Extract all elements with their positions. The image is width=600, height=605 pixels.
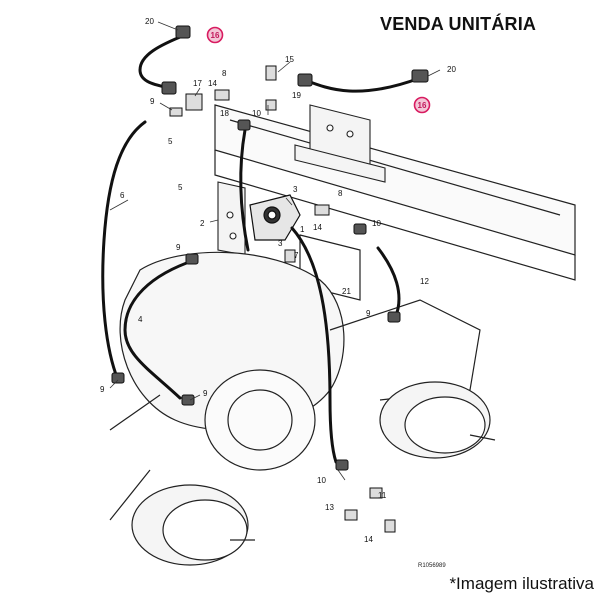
part-label: 9: [176, 243, 181, 252]
part-label: 10: [317, 476, 326, 485]
part-label: 4: [138, 315, 143, 324]
hose-end-fittings: [111, 25, 429, 471]
part-label: 2: [200, 219, 205, 228]
chassis-frame-rail: [214, 104, 576, 301]
side-bracket: [217, 181, 246, 256]
part-label: 18: [220, 109, 229, 118]
part-label: 21: [342, 287, 351, 296]
part-label: 14: [313, 223, 322, 232]
leader-lines: [109, 21, 441, 481]
part-label: 5: [168, 137, 173, 146]
part-label: 14: [364, 535, 373, 544]
part-label: 14: [208, 79, 217, 88]
part-label: 9: [366, 309, 371, 318]
part-label: 17: [193, 79, 202, 88]
mounting-bracket: [294, 104, 386, 183]
part-labels: 20 15 20 19 8 17 14 9 18 10 5 6 5 3 8 2 …: [100, 17, 456, 544]
part-label: 13: [325, 503, 334, 512]
part-label: 3: [278, 239, 283, 248]
part-label: 9: [150, 97, 155, 106]
part-label: 20: [145, 17, 154, 26]
part-label: 20: [447, 65, 456, 74]
axle-housing: [109, 251, 481, 521]
relay-valve: [249, 194, 301, 241]
part-label: 8: [338, 189, 343, 198]
callout-number: 16: [418, 101, 427, 110]
brake-chamber-left: [131, 484, 255, 566]
part-label: 8: [222, 69, 227, 78]
page-title: VENDA UNITÁRIA: [380, 14, 537, 34]
part-label: 19: [292, 91, 301, 100]
part-label: 15: [285, 55, 294, 64]
part-label: 9: [203, 389, 208, 398]
part-label: 11: [378, 491, 387, 500]
part-label: 5: [178, 183, 183, 192]
fittings-cluster: [169, 65, 396, 533]
part-label: 9: [100, 385, 105, 394]
part-label: 10: [372, 219, 381, 228]
image-caption: *Imagem ilustrativa: [449, 574, 594, 593]
highlighted-callout-left: 16: [206, 26, 224, 44]
part-label: 3: [293, 185, 298, 194]
highlighted-callout-right: 16: [413, 96, 431, 114]
part-label: 6: [120, 191, 125, 200]
part-label: 10: [252, 109, 261, 118]
callout-number: 16: [211, 31, 220, 40]
part-label: 7: [294, 251, 299, 260]
part-label: 12: [420, 277, 429, 286]
part-label: 1: [300, 225, 305, 234]
brake-chamber-right: [379, 381, 496, 459]
reference-code: R1056989: [418, 563, 446, 569]
